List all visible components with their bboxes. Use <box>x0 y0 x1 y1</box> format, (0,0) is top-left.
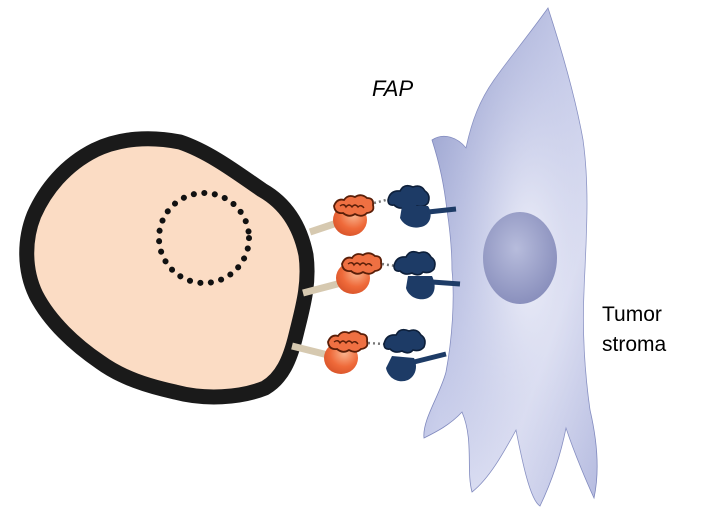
fap-receptor-icon <box>384 330 425 353</box>
tumor-stroma-label: Tumor stroma <box>602 300 701 360</box>
nucleus-icon <box>483 212 557 304</box>
fap-receptor-icon <box>388 186 429 209</box>
complex-row-3 <box>292 330 446 382</box>
fap-receptor-icon <box>394 252 435 275</box>
tumor-stroma-label-line2: stroma <box>602 330 701 360</box>
tumor-cell-icon <box>27 139 307 397</box>
fap-label: FAP <box>372 76 413 102</box>
dotted-bond <box>368 343 384 344</box>
fibroblast-icon <box>424 8 597 506</box>
complex-row-1 <box>310 186 456 236</box>
complex-row-2 <box>303 252 460 300</box>
tumor-stroma-label-line1: Tumor <box>602 300 701 330</box>
